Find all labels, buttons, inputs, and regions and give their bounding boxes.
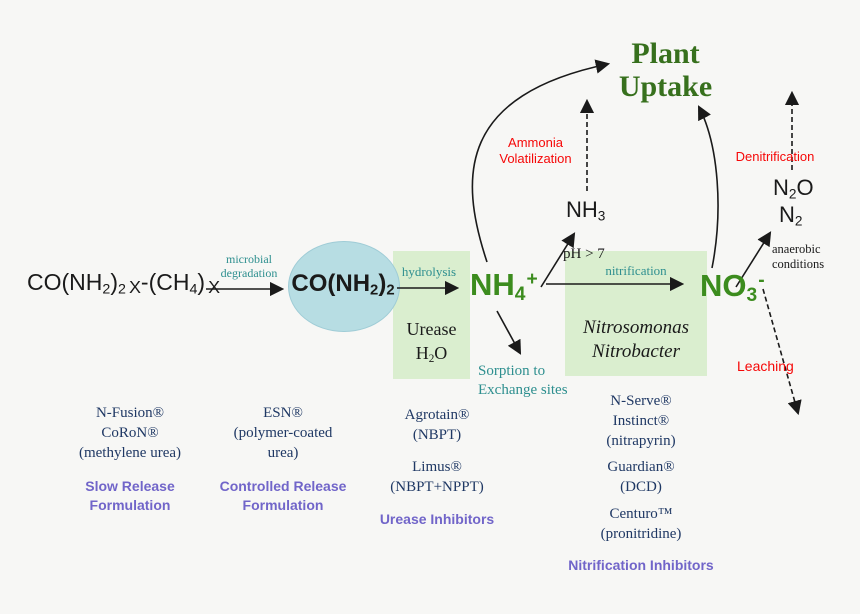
product-name: (methylene urea) [78,445,182,461]
product-name: N-Fusion® [95,405,165,421]
product-name: Limus® [412,459,462,475]
slow-release-products: N-Fusion® CoRoN® (methylene urea) [40,403,220,463]
urease-inhibitor-group-2: Limus® (NBPT+NPPT) [347,457,527,497]
arrow-ph-to-nh3 [540,232,576,288]
anaerobic-conditions-label: anaerobic conditions [772,242,825,271]
urease-box-label: Urease H2O [393,317,470,371]
nitrification-inhibitor-group-1: N-Serve® Instinct® (nitrapyrin) [551,391,731,451]
urea-formula: CO(NH2)2 [291,270,395,299]
slow-release-category: Slow Release Formulation [85,478,175,513]
sorption-label: Sorption to Exchange sites [478,363,568,398]
microbial-degradation-label: microbial degradation [220,252,278,280]
urea-ellipse [288,241,400,332]
h2o-formula: H2O [415,343,448,365]
nitrification-inhibitor-group-2: Guardian® (DCD) [551,457,731,497]
product-name: Guardian® [607,459,675,475]
ph-condition-label: pH > 7 [563,246,605,262]
urease-process-box [393,251,470,379]
arrow-nh4-to-plant-uptake [471,59,611,263]
ammonium-formula: NH4+ [470,267,538,305]
product-name: (DCD) [620,479,662,495]
hydrolysis-label: hydrolysis [401,264,457,279]
denitrification-label: Denitrification [735,149,815,164]
product-name: (NBPT) [412,427,462,443]
controlled-release-category: Controlled Release Formulation [219,478,347,513]
arrow-leaching-dashed [762,288,802,416]
urease-inhibitors-category: Urease Inhibitors [379,511,495,527]
ammonia-formula: NH3 [566,197,606,224]
controlled-release-products: ESN® (polymer-coated urea) [193,403,373,463]
bacteria-box-label: Nitrosomonas Nitrobacter [583,317,689,362]
product-name: (nitrapyrin) [606,433,676,449]
product-name: (polymer-coated [233,425,333,441]
product-name: CoRoN® [101,425,159,441]
arrow-sorption [496,310,522,355]
nitrate-formula: NO3- [700,268,765,306]
dinitrogen-formula: N2 [779,202,803,229]
nitrification-label: nitrification [605,263,667,278]
product-name: Agrotain® [404,407,470,423]
product-name: ESN® [263,405,303,421]
product-name: Centuro™ [609,506,673,522]
nitrification-inhibitors-category: Nitrification Inhibitors [568,557,714,573]
product-name: (NBPT+NPPT) [390,479,484,495]
leaching-label: Leaching [737,358,794,374]
ammonia-volatilization-label: Ammonia Volatilization [499,135,572,166]
nitrous-oxide-formula: N2O [773,175,814,202]
nitrification-inhibitor-group-3: Centuro™ (pronitridine) [551,504,731,544]
product-name: Instinct® [612,413,670,429]
product-name: N-Serve® [610,393,672,409]
plant-uptake-label: Plant Uptake [618,37,713,103]
product-name: (pronitridine) [600,526,682,542]
product-name: urea) [267,445,299,461]
urease-inhibitor-group-1: Agrotain® (NBPT) [347,405,527,445]
arrow-no3-to-plant-uptake [698,105,719,269]
nitrifier-process-box [565,251,707,376]
arrow-no3-to-n2 [735,231,772,288]
